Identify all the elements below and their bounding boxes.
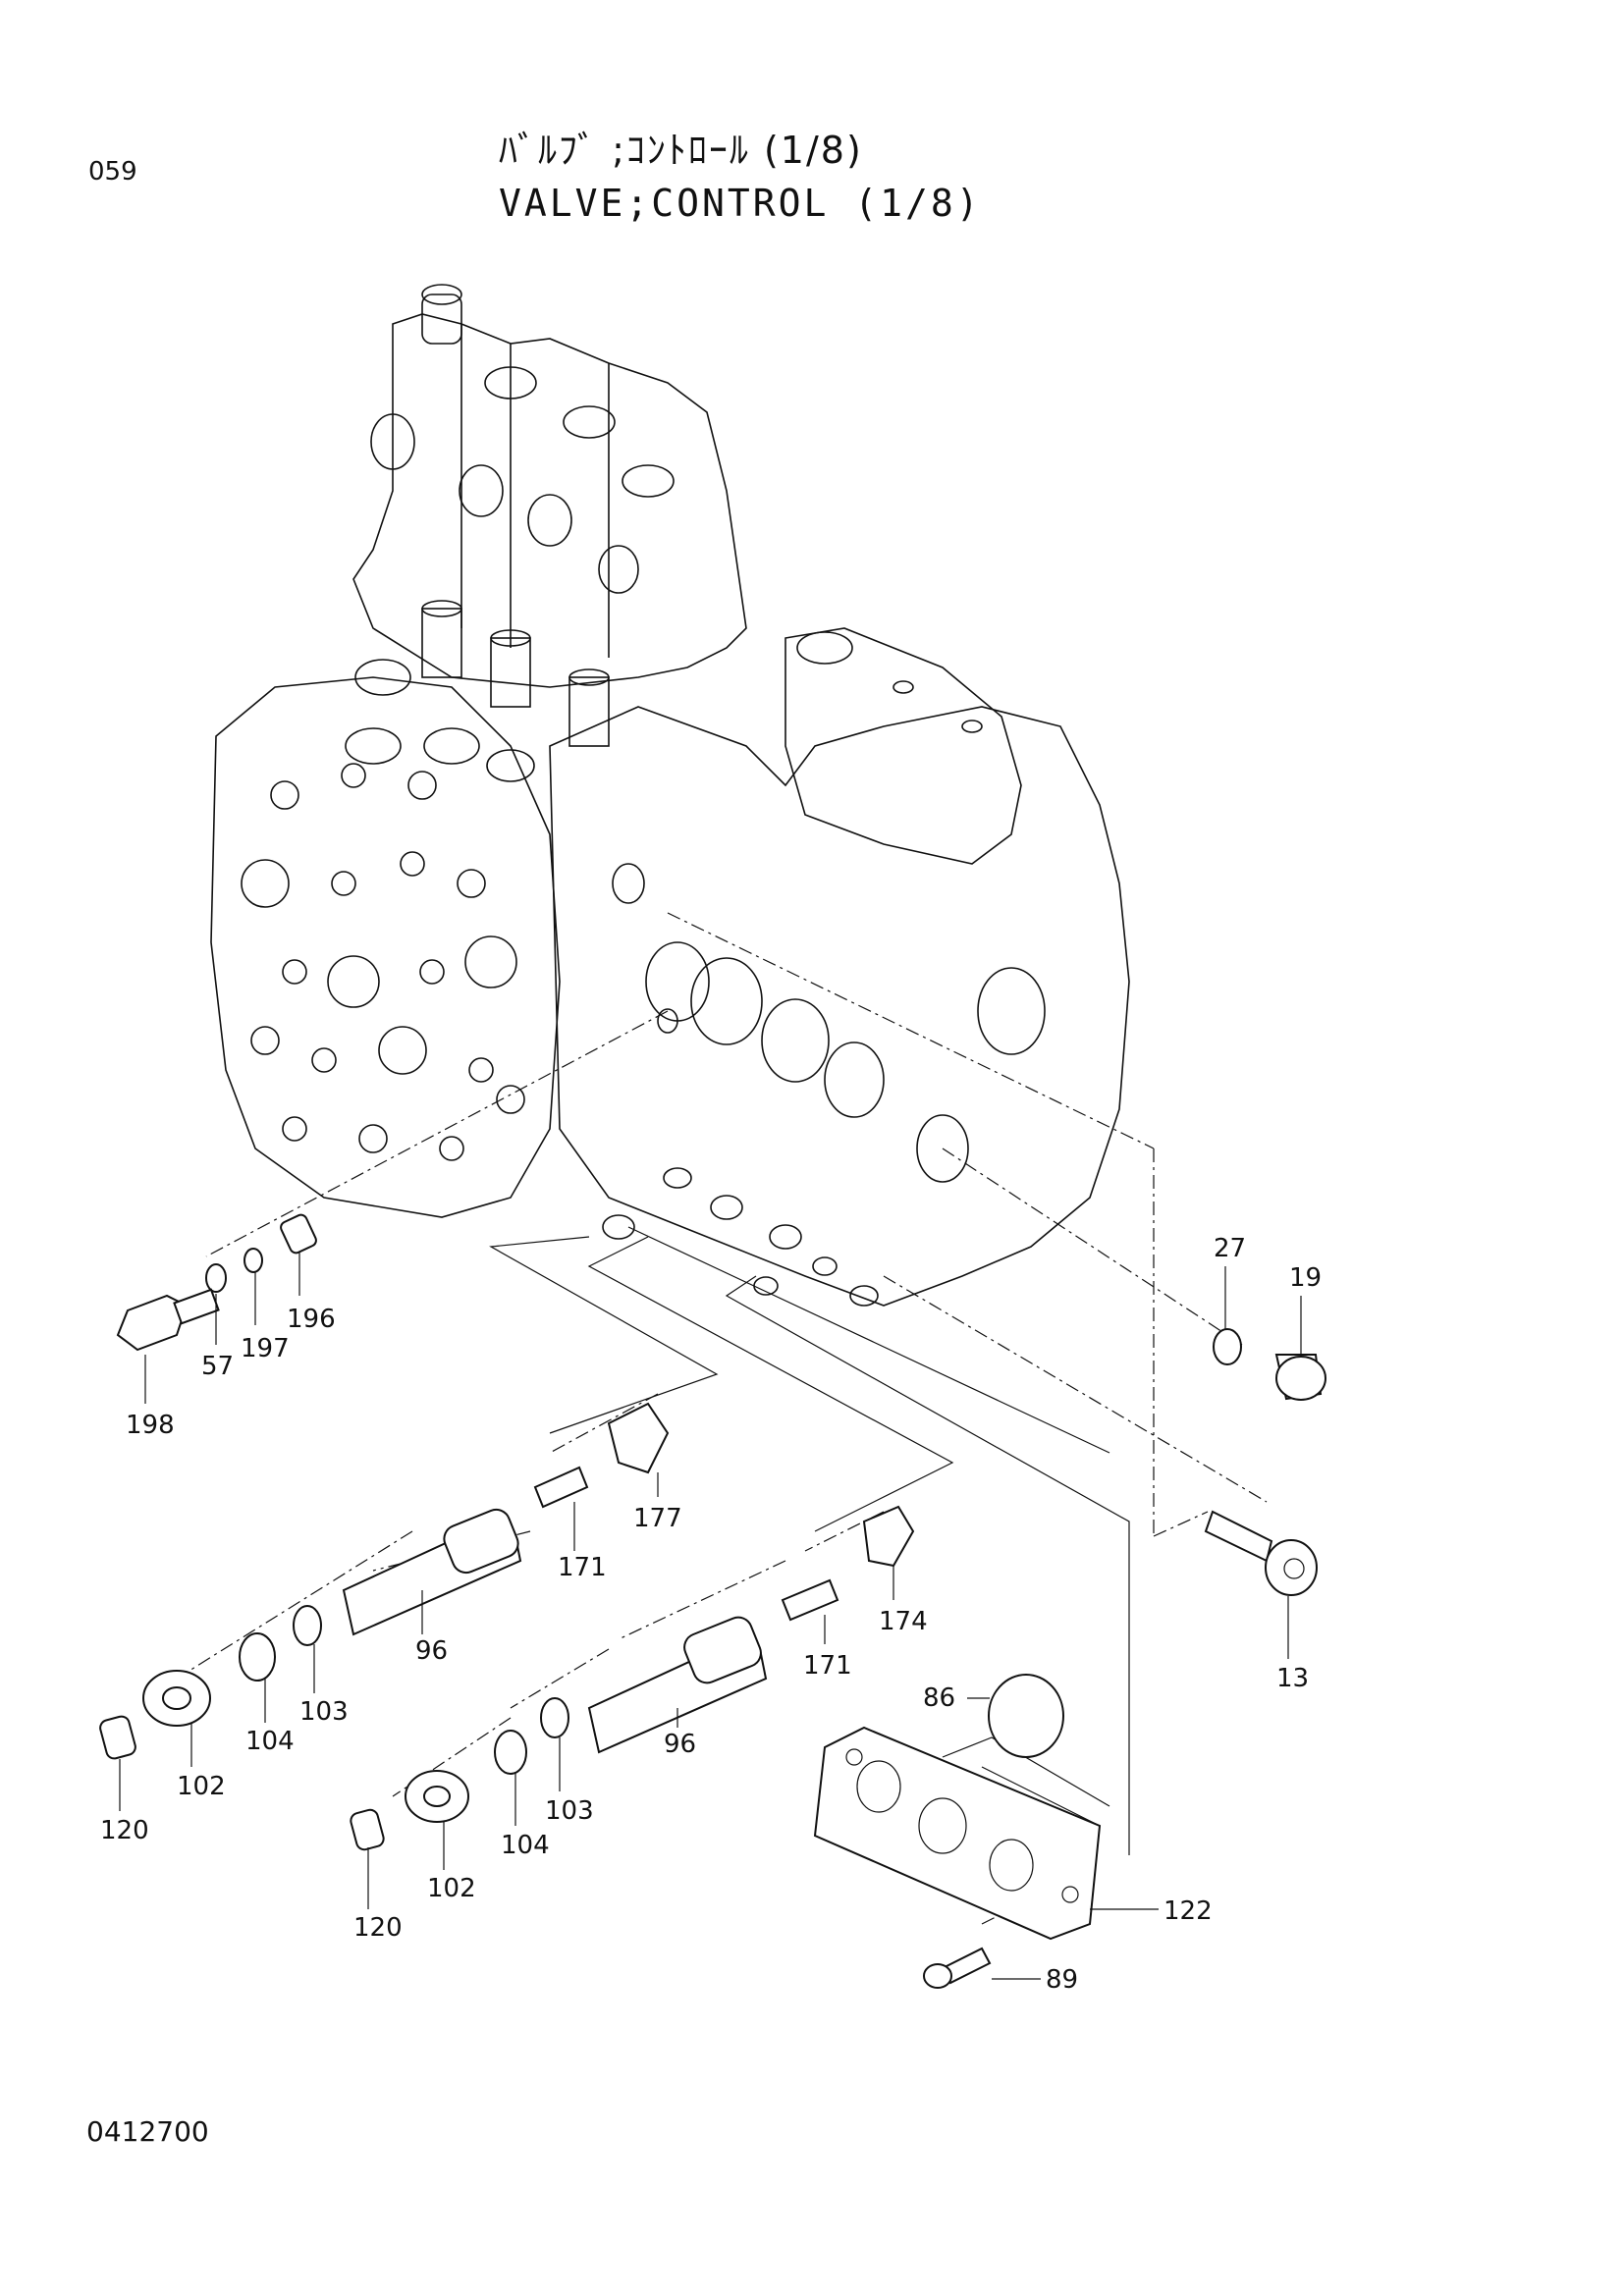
page-number: 059 [88, 157, 137, 187]
callout-57: 57 [201, 1352, 234, 1381]
callout-102-lower: 102 [427, 1874, 476, 1903]
callout-103-lower: 103 [545, 1796, 594, 1826]
parts [99, 1213, 1326, 1989]
document-number: 0412700 [86, 2115, 209, 2148]
callout-96-upper: 96 [415, 1636, 448, 1666]
callout-104-upper: 104 [245, 1727, 295, 1756]
callout-103-upper: 103 [299, 1697, 349, 1727]
callout-27: 27 [1214, 1234, 1246, 1263]
callout-13: 13 [1276, 1664, 1309, 1693]
callout-198: 198 [126, 1411, 175, 1440]
center-lines [176, 912, 1268, 1925]
callout-171-upper: 171 [558, 1553, 607, 1582]
title-japanese: ﾊﾞﾙﾌﾞ ;ｺﾝﾄﾛｰﾙ (1/8) [499, 129, 863, 172]
callout-labels: 27 19 13 198 57 197 196 177 171 96 103 1… [100, 1234, 1322, 1995]
callout-86: 86 [923, 1683, 955, 1713]
callout-96-lower: 96 [664, 1730, 696, 1759]
callout-leaders [119, 1252, 1302, 1980]
callout-177: 177 [633, 1504, 682, 1533]
callout-120-upper: 120 [100, 1816, 149, 1845]
callout-122: 122 [1163, 1896, 1213, 1926]
callout-197: 197 [241, 1334, 290, 1363]
callout-174: 174 [879, 1607, 928, 1636]
control-valve-body [210, 284, 1130, 1307]
title-english: VALVE;CONTROL (1/8) [499, 182, 982, 225]
callout-171-lower: 171 [803, 1651, 852, 1681]
callout-102-upper: 102 [177, 1772, 226, 1801]
callout-89: 89 [1046, 1965, 1078, 1995]
callout-19: 19 [1289, 1263, 1322, 1293]
callout-120-lower: 120 [353, 1913, 403, 1943]
callout-104-lower: 104 [501, 1831, 550, 1860]
callout-196: 196 [287, 1305, 336, 1334]
